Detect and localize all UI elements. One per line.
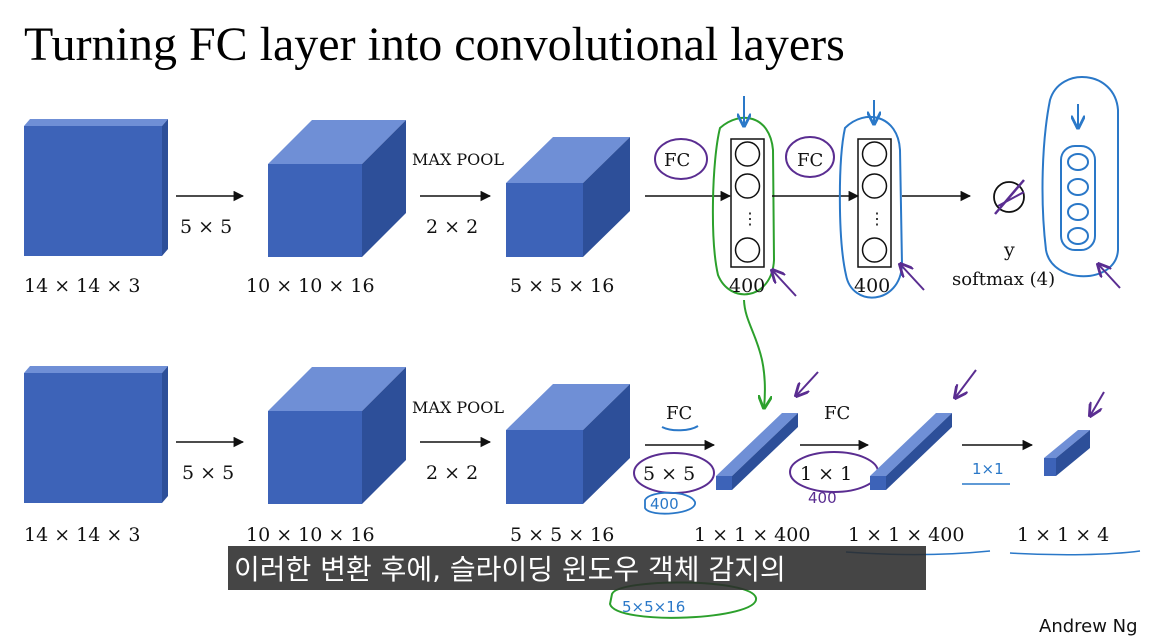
credit-author: Andrew Ng [1039, 616, 1138, 637]
top-fc2-neurons [857, 138, 892, 268]
bottom-pool-size: 2 × 2 [426, 462, 478, 484]
bottom-fc2-dim: 1 × 1 × 400 [848, 524, 964, 546]
top-fc1-units: 400 [729, 275, 765, 297]
bottom-hw-arrow-purple-2 [955, 369, 977, 398]
top-fc2-circle-annotation [785, 136, 835, 178]
bottom-fc-label-2: FC [824, 403, 850, 424]
bottom-fc-filter-1: 5 × 5 [643, 463, 695, 485]
top-filter-1: 5 × 5 [180, 216, 232, 238]
bottom-row: 14 × 14 × 3 5 × 5 10 × 10 × 16 MAX POOL … [24, 366, 1141, 556]
top-fc2-units: 400 [854, 275, 890, 297]
top-fc1-vdots: ⋮ [742, 209, 758, 228]
bottom-filter-3: 1×1 [972, 460, 1004, 478]
bottom-filter-1: 5 × 5 [182, 462, 234, 484]
top-fc1-circle-annotation [654, 138, 708, 180]
bottom-conv1-dim: 10 × 10 × 16 [246, 524, 375, 546]
bottom-pool-dim: 5 × 5 × 16 [510, 524, 614, 546]
bottom-fc-label-1: FC [666, 403, 692, 424]
top-conv1-volume [268, 120, 406, 257]
subtitle-text: 이러한 변환 후에, 슬라이딩 윈도우 객체 감지의 [234, 553, 786, 586]
bottom-output-dim: 1 × 1 × 4 [1017, 524, 1109, 546]
top-hw-arrow-purple-1 [772, 270, 797, 297]
top-conv1-dim: 10 × 10 × 16 [246, 275, 375, 297]
bottom-hw-arrow-purple-3 [1090, 391, 1105, 416]
top-fc1-neurons [730, 138, 765, 268]
top-fc-label-1: FC [664, 150, 690, 171]
top-output-crossed-circle [993, 179, 1025, 215]
bottom-fc1-dim: 1 × 1 × 400 [694, 524, 810, 546]
bottom-input-dim: 14 × 14 × 3 [24, 524, 140, 546]
bottom-fc2-volume [870, 413, 952, 490]
hw-400-a: 400 [650, 495, 679, 513]
bottom-pool-volume [506, 384, 630, 504]
top-input-dim: 14 × 14 × 3 [24, 275, 140, 297]
bottom-fc1-volume [716, 413, 798, 490]
bottom-input-volume [24, 366, 168, 503]
top-softmax-blue-outline [1041, 76, 1119, 278]
top-input-volume [24, 119, 168, 256]
top-pool-size: 2 × 2 [426, 216, 478, 238]
hw-5x5x16: 5×5×16 [622, 598, 685, 616]
bottom-pool-label: MAX POOL [412, 398, 504, 417]
hw-400-a-circle [644, 491, 696, 515]
top-fc2-blue-outline [838, 116, 904, 299]
top-hw-arrow-purple-3 [1098, 264, 1121, 289]
top-fc-label-2: FC [797, 150, 823, 171]
top-row: 14 × 14 × 3 5 × 5 10 × 10 × 16 MAX POOL … [24, 76, 1121, 299]
top-softmax-neurons [1060, 145, 1096, 251]
top-pool-volume [506, 137, 630, 257]
bottom-output-volume [1044, 430, 1090, 476]
top-hw-arrow-purple-2 [900, 264, 925, 291]
top-pool-dim: 5 × 5 × 16 [510, 275, 614, 297]
top-fc1-green-outline [711, 116, 776, 296]
subtitle-background [228, 546, 926, 590]
bottom-conv1-volume [268, 367, 406, 504]
bottom-output-underline [1009, 550, 1141, 556]
top-fc2-vdots: ⋮ [869, 209, 885, 228]
top-softmax-label: softmax (4) [952, 269, 1055, 290]
bottom-hw-arrow-purple-1 [796, 371, 819, 396]
top-output-label: y [1003, 239, 1015, 261]
green-connector-annotation [743, 299, 765, 408]
hw-400-b: 400 [808, 489, 837, 507]
bottom-fc1-blue-underline [661, 425, 699, 432]
top-pool-label: MAX POOL [412, 150, 504, 169]
slide-title: Turning FC layer into convolutional laye… [24, 18, 845, 71]
bottom-fc-filter-2: 1 × 1 [800, 463, 852, 485]
